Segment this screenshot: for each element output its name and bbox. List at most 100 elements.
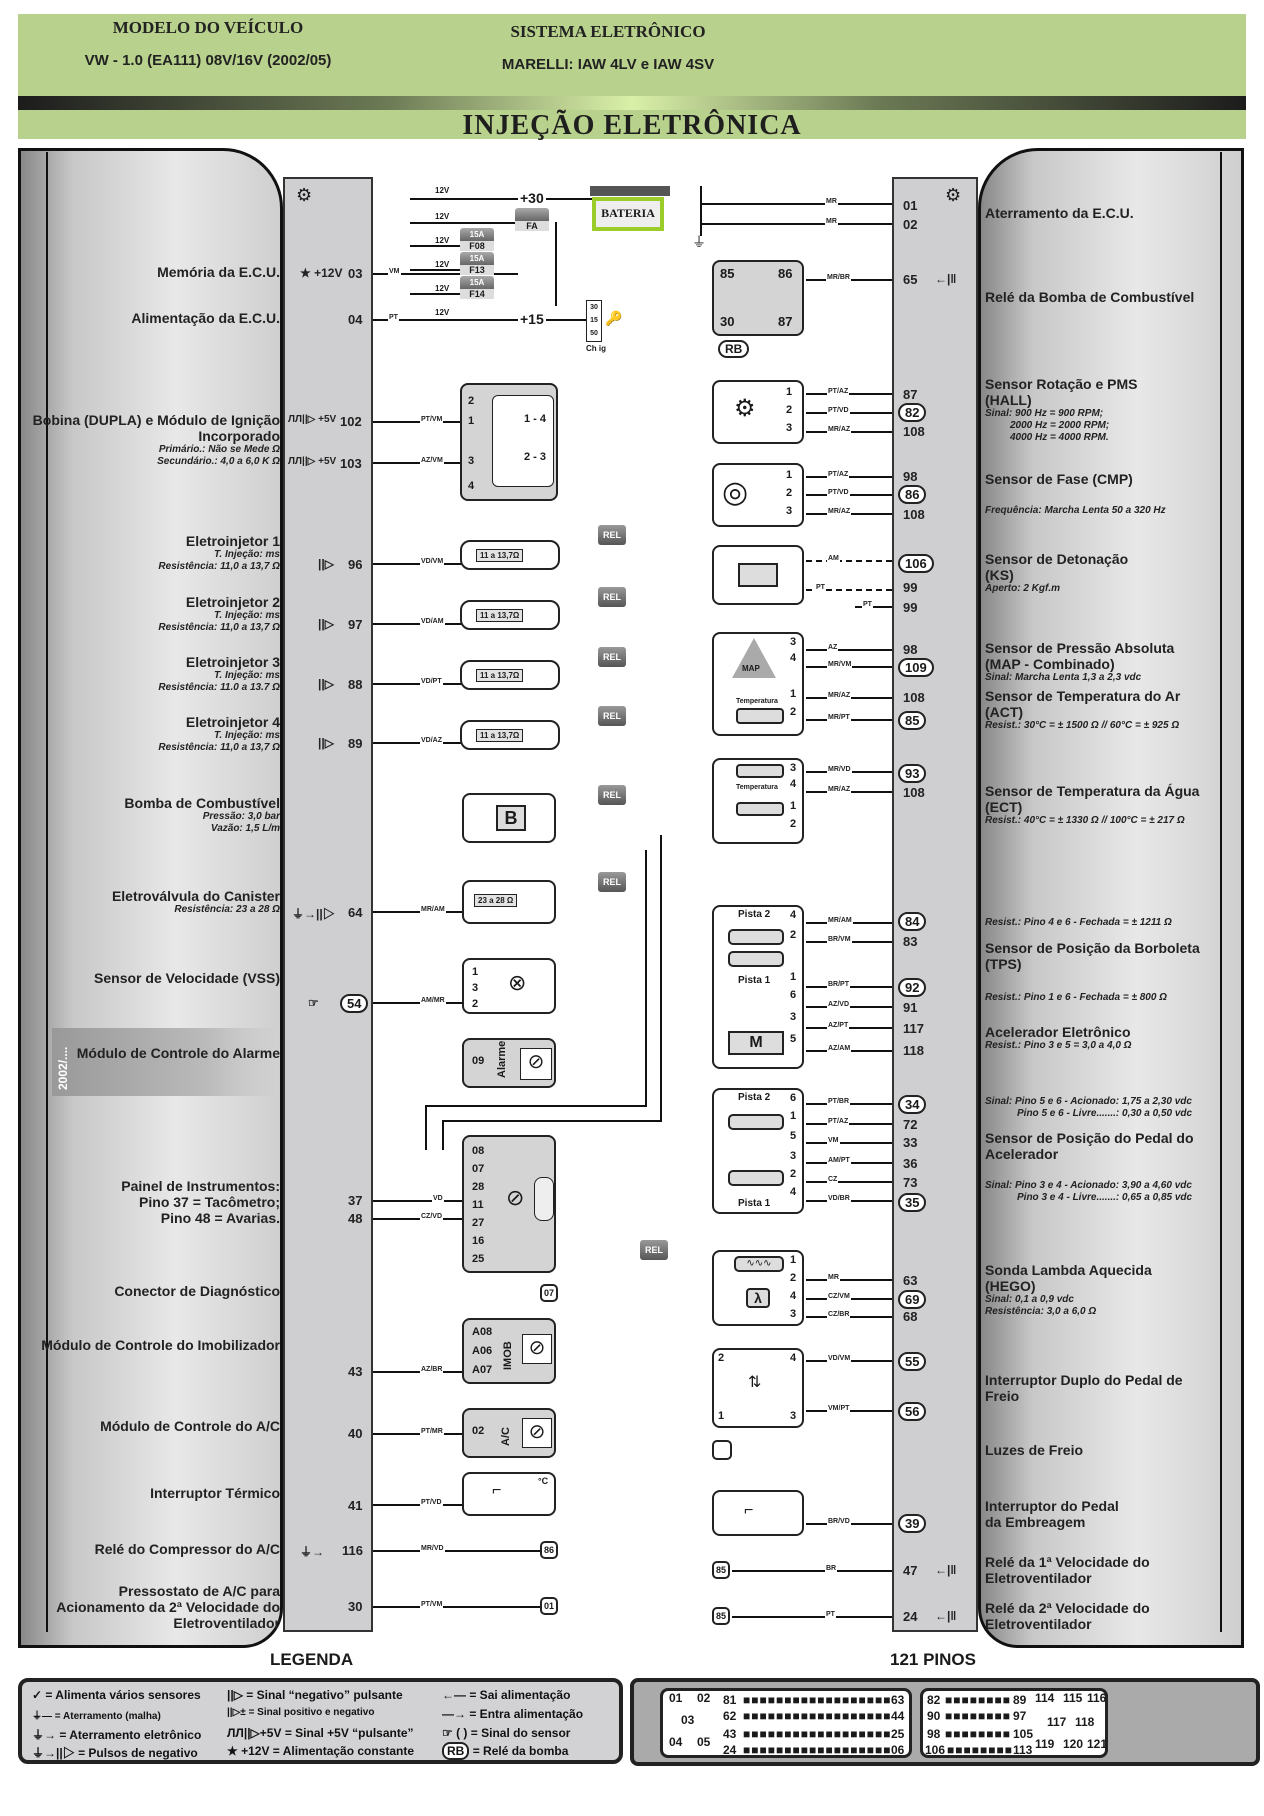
- pin-label: 116: [1087, 1691, 1107, 1705]
- wire-64: [373, 911, 463, 913]
- legend-text: = Relé da bomba: [472, 1744, 569, 1758]
- pin-row-dots: ■■■■■■■■: [945, 1727, 1011, 1741]
- cluster-pin: 27: [472, 1217, 485, 1229]
- wire-color: MR/AZ: [827, 508, 852, 515]
- tps-pin: 5: [790, 1033, 797, 1045]
- legend-item: ЛЛ||▷+5V = Sinal +5V “pulsante”: [227, 1726, 414, 1740]
- component-spec: Resist.: 40°C = ± 1330 Ω // 100°C = ± 21…: [985, 815, 1185, 826]
- imob-label: IMOB: [502, 1341, 514, 1370]
- ignition-coil-module: 2 1 3 4 1 - 4 2 - 3: [460, 383, 558, 501]
- pin-99: 99: [903, 580, 918, 595]
- mesh-ground-icon: ⏚—: [32, 1711, 52, 1722]
- wire-12v: [410, 269, 460, 271]
- component-label: Eletroinjetor 2: [185, 594, 280, 610]
- wire-54: [373, 1002, 463, 1004]
- wire-color: MR/PT: [827, 714, 851, 721]
- pin-106: 106: [898, 554, 934, 573]
- label-map-sensor: Sensor de Pressão Absoluta (MAP - Combin…: [985, 640, 1205, 684]
- rb-badge-icon: RB: [442, 1742, 470, 1760]
- brake-pin: 1: [718, 1410, 725, 1422]
- relay-ref: REL: [598, 587, 626, 607]
- map-pin: 1: [790, 688, 797, 700]
- wire-color: MR: [825, 198, 838, 205]
- tps-pin: 3: [790, 1011, 797, 1023]
- brake-pin: 2: [718, 1352, 725, 1364]
- label-brake-lights: Luzes de Freio: [985, 1442, 1245, 1458]
- pin-label: 63: [891, 1693, 905, 1707]
- wire-color: PT/AZ: [827, 388, 850, 395]
- tps-pin: 6: [790, 989, 797, 1001]
- legend-item: ←— = Sai alimentação: [442, 1688, 570, 1702]
- wire-plus15: [518, 319, 586, 321]
- wire-color: VD/AZ: [420, 737, 443, 744]
- coil-pin: 2: [468, 395, 475, 407]
- legend-item: ✓ = Alimenta vários sensores: [32, 1688, 201, 1702]
- cluster-pin: 07: [472, 1163, 485, 1175]
- component-label: Sensor de Temperatura do Ar (ACT): [985, 688, 1181, 720]
- pin-37: 37: [348, 1193, 363, 1208]
- pin-30: 30: [348, 1599, 363, 1614]
- negative-pulse-symbol: ||▷: [318, 617, 334, 631]
- component-label: Painel de Instrumentos:: [121, 1178, 280, 1194]
- legend-item: ⏚— = Aterramento (malha): [32, 1707, 161, 1722]
- pin-24: 24: [903, 1609, 918, 1624]
- pin-label: 44: [891, 1709, 905, 1723]
- legend-item: ||▷± = Sinal positivo e negativo: [227, 1707, 374, 1718]
- pin-116: 116: [342, 1543, 363, 1558]
- component-label: Bobina (DUPLA) e Módulo de Ignição Incor…: [32, 412, 280, 444]
- component-spec: Resist.: 30°C = ± 1500 Ω // 60°C = ± 925…: [985, 720, 1180, 731]
- compressor-relay-tag: 86: [540, 1541, 558, 1559]
- injector-resistance: 11 a 13,7Ω: [476, 549, 524, 562]
- component-label: Módulo de Controle do A/C: [100, 1418, 280, 1434]
- component-spec: Resist.: Pino 1 e 6 - Fechada = ± 800 Ω: [985, 992, 1167, 1003]
- pin-row-dots: ■■■■■■■■■■■■■■■■■■: [743, 1709, 892, 1723]
- label-ignition-coil: Bobina (DUPLA) e Módulo de Ignição Incor…: [30, 412, 280, 468]
- coil-windings: [492, 395, 554, 487]
- pin-label: 114: [1035, 1691, 1055, 1705]
- thermal-switch: ⌐ °C: [462, 1472, 556, 1516]
- pin-03: 03: [348, 266, 363, 281]
- component-spec: Sinal: 900 Hz = 900 RPM;: [985, 408, 1104, 419]
- wire-47: [732, 1570, 892, 1572]
- track-label: Pista 2: [738, 1092, 771, 1103]
- wire-color: VD/VM: [420, 558, 445, 565]
- pin-label: 01: [669, 1691, 683, 1705]
- transistor-icon: ⊘: [522, 1418, 552, 1448]
- relay-terminal: 87: [778, 314, 793, 329]
- wire-88: [373, 683, 463, 685]
- label-fan-relay-2: Relé da 2ª Velocidade do Eletroventilado…: [985, 1600, 1155, 1632]
- wire-89: [373, 742, 463, 744]
- component-spec: Pino 48 = Avarias.: [160, 1210, 280, 1226]
- thermistor-icon: [736, 708, 784, 724]
- label-ecu-power: Alimentação da E.C.U.: [30, 310, 280, 326]
- system-value: MARELLI: IAW 4LV e IAW 4SV: [501, 56, 715, 73]
- wire-plus30: [410, 198, 600, 200]
- label-instrument-panel: Painel de Instrumentos: Pino 37 = Tacôme…: [30, 1178, 280, 1226]
- wire-color: MR/VD: [420, 1545, 445, 1552]
- component-label: Interruptor Duplo do Pedal de Freio: [985, 1372, 1183, 1404]
- alarm-label: Alarme: [496, 1040, 508, 1078]
- component-spec: 2000 Hz = 2000 RPM;: [1010, 420, 1110, 431]
- gauge-icon: [534, 1177, 554, 1221]
- temp-label: Temperatura: [736, 784, 778, 791]
- vss-pin: 1: [472, 966, 479, 978]
- legend-text: = Sinal +5V “pulsante”: [284, 1726, 414, 1740]
- switch-icon: ⌐: [492, 1482, 502, 1499]
- legend-item: ☞ ( ) = Sinal do sensor: [442, 1726, 570, 1740]
- imob-pin: A07: [472, 1364, 493, 1376]
- engine-icon: ⚙: [296, 185, 313, 205]
- relay-ref: REL: [598, 872, 626, 892]
- negative-pulse-symbol: ||▷: [318, 677, 334, 691]
- pin-label: 118: [1075, 1715, 1095, 1729]
- canister-resistance: 23 a 28 Ω: [474, 894, 518, 907]
- pin-row-dots: ■■■■■■■■■■■■■■■■■■: [743, 1727, 892, 1741]
- pin-86: 86: [898, 485, 927, 504]
- wire-color: BR: [825, 1565, 838, 1572]
- wire-color: AZ/PT: [827, 1022, 850, 1029]
- pin-label: 105: [1013, 1727, 1034, 1741]
- wire-102: [373, 421, 463, 423]
- plus30-label: +30: [518, 190, 546, 206]
- negative-pulses-icon: ⏚→||▷: [32, 1746, 75, 1760]
- pin-91: 91: [903, 1000, 918, 1015]
